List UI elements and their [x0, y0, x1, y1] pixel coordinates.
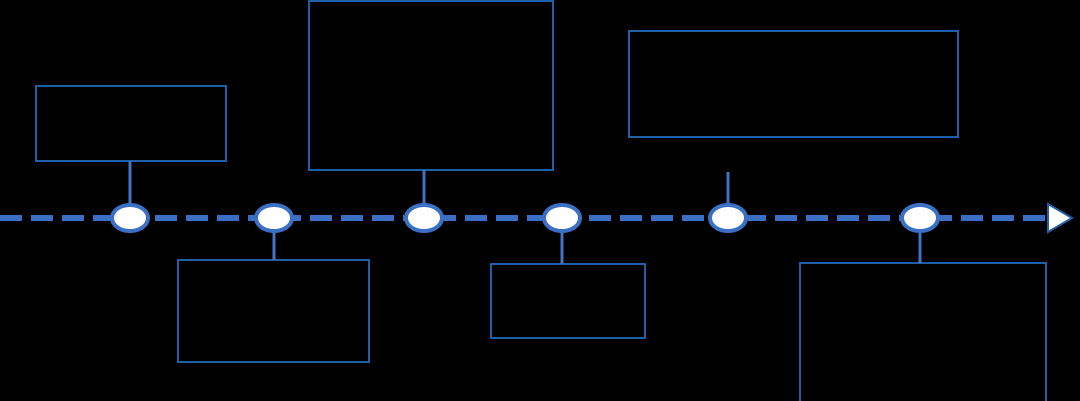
timeline-event-5[interactable] [628, 30, 959, 233]
event-callout-box-6[interactable] [799, 262, 1047, 401]
event-callout-box-4[interactable] [490, 263, 646, 339]
event-marker-6[interactable] [900, 203, 940, 233]
timeline-event-1[interactable] [35, 85, 227, 233]
timeline-arrow-icon [1047, 202, 1074, 234]
event-marker-5[interactable] [708, 203, 748, 233]
event-callout-box-5[interactable] [628, 30, 959, 138]
event-marker-3[interactable] [404, 203, 444, 233]
timeline-event-3[interactable] [308, 0, 554, 233]
event-marker-2[interactable] [254, 203, 294, 233]
event-marker-1[interactable] [110, 203, 150, 233]
event-marker-4[interactable] [542, 203, 582, 233]
event-callout-box-3[interactable] [308, 0, 554, 171]
timeline-event-4[interactable] [490, 203, 646, 339]
timeline-event-2[interactable] [177, 203, 370, 363]
timeline-event-6[interactable] [799, 203, 1047, 401]
